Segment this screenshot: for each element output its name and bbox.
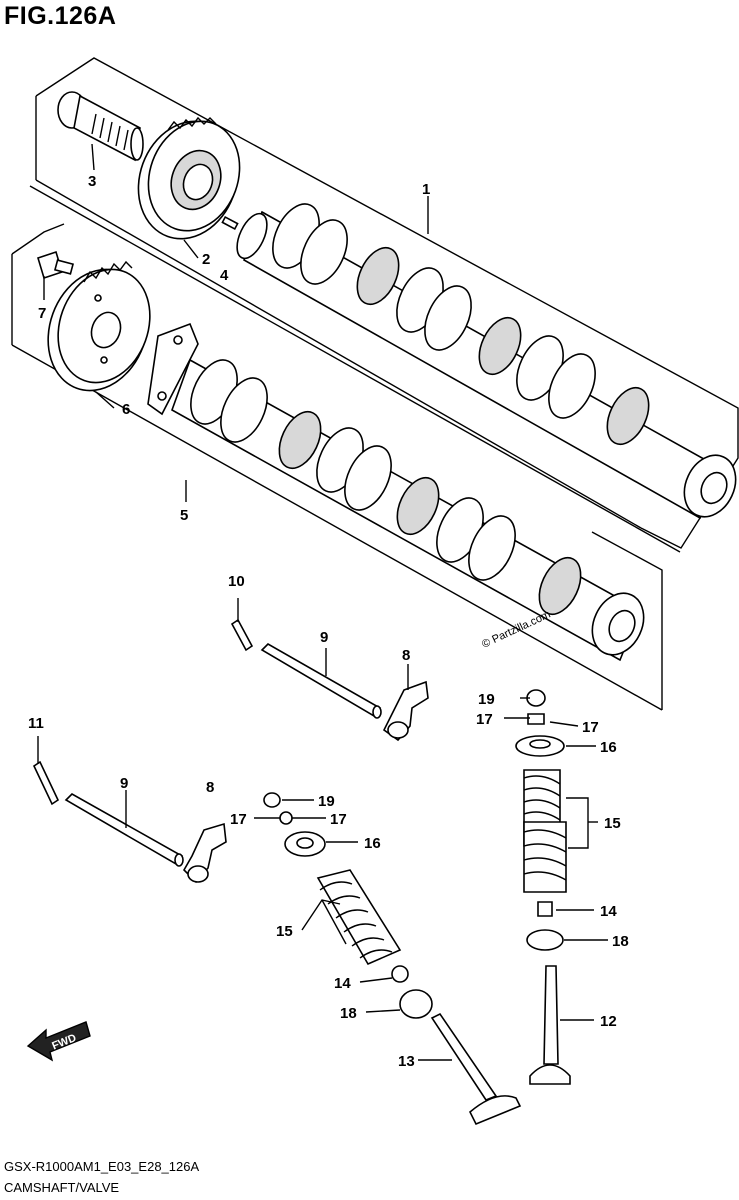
watermark: © Partzilla.com — [480, 609, 552, 651]
callout-5: 5 — [180, 507, 188, 524]
lower-assembly-box — [11, 185, 681, 711]
rocker-shaft-lower — [64, 793, 184, 867]
rocker-pin-upper — [230, 618, 254, 652]
callout-1: 1 — [422, 181, 430, 198]
callout-8-upper: 8 — [402, 647, 410, 664]
forward-direction-arrow: FWD — [26, 1021, 91, 1062]
callout-10: 10 — [228, 573, 245, 590]
callouts: 1 2 3 4 5 6 7 8 8 9 9 10 11 12 13 14 14 … — [28, 173, 629, 1070]
callout-12: 12 — [600, 1013, 617, 1030]
callout-4: 4 — [220, 267, 229, 284]
cam-sprocket-bolt — [57, 91, 144, 162]
cotter-right — [527, 713, 545, 725]
valve-train-left — [263, 792, 522, 1126]
callout-15-left: 15 — [276, 923, 293, 940]
spring-seat-left — [399, 989, 433, 1019]
callout-8-lower: 8 — [206, 779, 214, 796]
exhaust-camshaft — [147, 322, 645, 662]
callout-16-right: 16 — [600, 739, 617, 756]
callout-19-left: 19 — [318, 793, 335, 810]
callout-17-c: 17 — [230, 811, 247, 828]
callout-9-lower: 9 — [120, 775, 128, 792]
figure-caption: CAMSHAFT/VALVE — [4, 1180, 120, 1195]
shim-left — [263, 792, 281, 808]
rocker-arm-lower — [183, 822, 227, 884]
rocker-arm-upper — [382, 680, 429, 742]
exhaust-sprocket-bolt — [37, 250, 75, 280]
callout-7: 7 — [38, 305, 46, 322]
callout-18-left: 18 — [340, 1005, 357, 1022]
callout-6: 6 — [122, 401, 130, 418]
dowel-pin — [221, 215, 239, 231]
callout-15-right: 15 — [604, 815, 621, 832]
rocker-shaft-upper — [260, 643, 382, 719]
callout-9-upper: 9 — [320, 629, 328, 646]
cotter-left — [279, 811, 293, 825]
callout-17-b: 17 — [582, 719, 599, 736]
callout-17-a: 17 — [476, 711, 493, 728]
valve-stem-left — [430, 1012, 498, 1101]
intake-camshaft — [236, 203, 737, 520]
figure-code: GSX-R1000AM1_E03_E28_126A — [4, 1159, 200, 1174]
callout-3: 3 — [88, 173, 96, 190]
figure-title: FIG.126A — [4, 2, 117, 30]
callout-14-left: 14 — [334, 975, 351, 992]
callout-2: 2 — [202, 251, 210, 268]
callout-17-d: 17 — [330, 811, 347, 828]
callout-18-right: 18 — [612, 933, 629, 950]
callout-16-left: 16 — [364, 835, 381, 852]
intake-cam-sprocket — [137, 116, 241, 240]
upper-assembly-box — [35, 57, 739, 549]
valve-stem-right — [543, 965, 559, 1065]
callout-19-right: 19 — [478, 691, 495, 708]
exhaust-cam-sprocket — [47, 260, 151, 392]
callout-14-right: 14 — [600, 903, 617, 920]
leader-lines — [37, 143, 608, 1061]
valve-train-right — [515, 689, 571, 1085]
spring-seat-right — [526, 929, 564, 951]
rocker-pin-lower — [32, 760, 60, 806]
seal-right — [537, 901, 553, 917]
callout-11: 11 — [28, 715, 44, 732]
callout-13: 13 — [398, 1053, 415, 1070]
seal-left — [391, 965, 409, 983]
